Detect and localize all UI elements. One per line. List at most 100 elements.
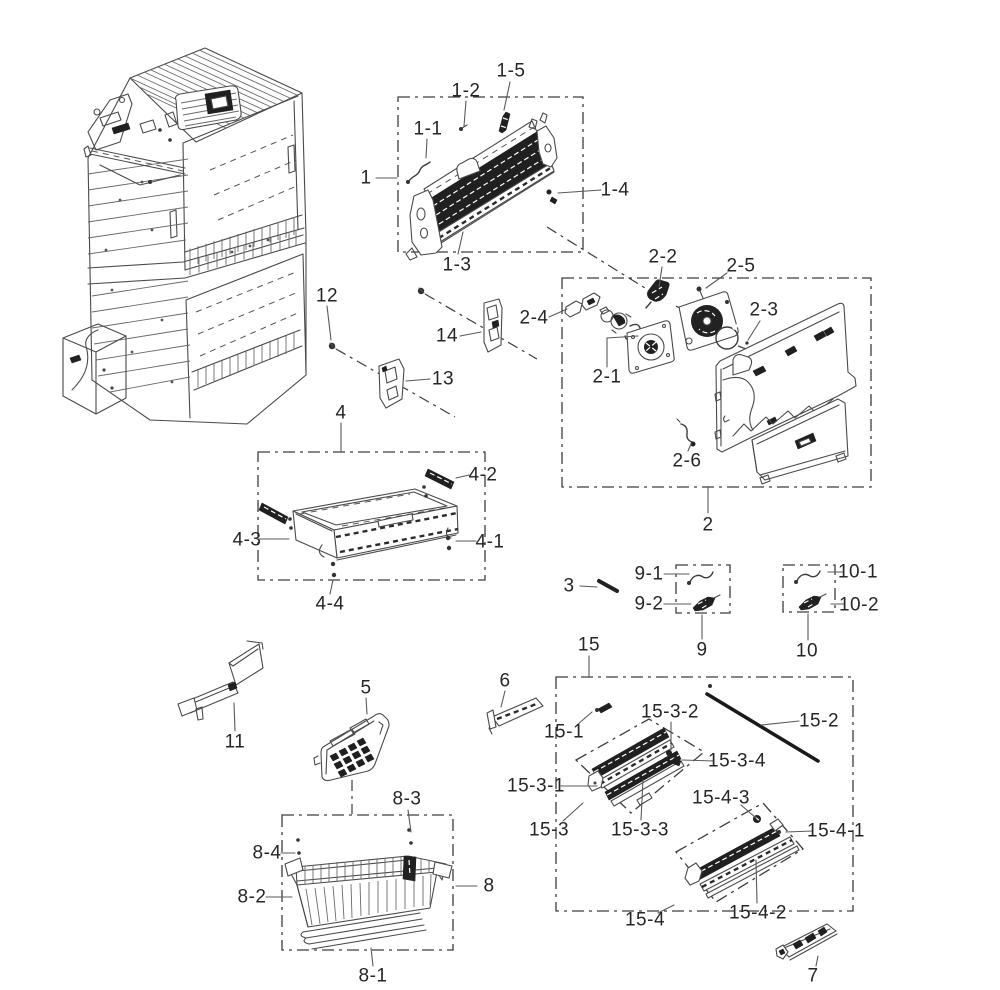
part-14-screw xyxy=(417,287,425,295)
part-label-2-5: 2-5 xyxy=(726,255,756,277)
part-4-3-rail xyxy=(258,502,293,530)
group-10-sensor xyxy=(782,564,845,641)
part-9-2-sensor xyxy=(692,594,721,612)
part-label-8: 8 xyxy=(483,875,495,897)
group-15-4-rail xyxy=(675,802,804,903)
part-2-3-ring xyxy=(715,322,749,350)
part-label-4: 4 xyxy=(335,402,347,424)
part-1-1-wire xyxy=(406,161,431,184)
part-10-2-sensor xyxy=(798,593,827,611)
part-label-8-2: 8-2 xyxy=(237,886,267,908)
part-label-8-1: 8-1 xyxy=(358,965,388,987)
part-label-12: 12 xyxy=(315,285,339,307)
part-label-15-4-1: 15-4-1 xyxy=(807,820,865,842)
group-2-fan-cover xyxy=(546,226,872,514)
part-label-1-1: 1-1 xyxy=(413,118,443,140)
part-4-drawer-body xyxy=(292,488,459,561)
part-label-11: 11 xyxy=(224,731,246,753)
part-4-4-screws xyxy=(330,561,337,578)
part-label-9-2: 9-2 xyxy=(634,593,664,615)
part-label-15-3-2: 15-3-2 xyxy=(641,701,699,723)
part-label-10: 10 xyxy=(795,640,819,662)
part-2-4-clamps xyxy=(564,292,601,318)
part-label-15-3-1: 15-3-1 xyxy=(507,775,565,797)
part-label-9: 9 xyxy=(696,639,708,661)
part-label-10-1: 10-1 xyxy=(837,561,879,583)
part-8-4-screws xyxy=(296,838,301,855)
part-motor-cluster xyxy=(599,306,632,334)
part-label-15-3-3: 15-3-3 xyxy=(611,819,669,841)
part-label-3: 3 xyxy=(563,575,575,597)
part-14-bracket xyxy=(483,298,503,353)
mounting-brackets xyxy=(326,287,538,418)
part-2-6-wire xyxy=(676,418,696,447)
part-7-rail-end xyxy=(775,923,838,967)
part-label-4-3: 4-3 xyxy=(232,529,262,551)
part-fan-shroud xyxy=(626,320,675,374)
part-1-2-screw xyxy=(459,124,468,131)
part-label-2-1: 2-1 xyxy=(592,366,622,388)
part-8-3-screws xyxy=(407,828,413,845)
part-label-2: 2 xyxy=(702,514,714,536)
part-11-duct xyxy=(177,640,264,732)
part-4-2-rail xyxy=(422,468,455,498)
part-label-15-3: 15-3 xyxy=(528,819,570,841)
part-label-15: 15 xyxy=(577,634,601,656)
part-label-2-4: 2-4 xyxy=(519,307,549,329)
group-1-evaporator-cover xyxy=(375,81,602,261)
part-label-13: 13 xyxy=(431,368,455,390)
part-2-2-bracket xyxy=(645,279,670,309)
part-label-14: 14 xyxy=(435,325,459,347)
part-8-1-rack xyxy=(300,912,427,950)
part-2-5-screw xyxy=(696,286,704,299)
part-cover-flap xyxy=(751,398,849,485)
part-label-2-3: 2-3 xyxy=(749,299,779,321)
part-label-15-1: 15-1 xyxy=(543,721,585,743)
freezer-cabinet xyxy=(62,47,307,425)
group-4-drawer xyxy=(257,422,486,595)
part-3-pin xyxy=(579,579,619,593)
part-5-grille-panel xyxy=(313,697,390,782)
part-label-8-3: 8-3 xyxy=(392,788,422,810)
part-6-rail xyxy=(486,690,544,735)
part-label-15-3-4: 15-3-4 xyxy=(708,750,766,772)
part-15-2-rod xyxy=(705,684,820,763)
part-cover-panel xyxy=(714,302,857,485)
part-label-15-4: 15-4 xyxy=(624,909,666,931)
part-12-screw xyxy=(328,342,336,350)
part-label-10-2: 10-2 xyxy=(838,594,880,616)
base-foot xyxy=(62,323,127,415)
part-9-1-wire xyxy=(687,571,714,585)
part-label-1-2: 1-2 xyxy=(451,80,481,102)
part-4-1-screws xyxy=(445,535,452,551)
group-15-rails xyxy=(555,655,854,914)
part-1-5-hinge xyxy=(498,111,511,134)
top-vent-grille xyxy=(174,85,242,131)
part-15-1-screw xyxy=(595,702,613,714)
part-13-bracket xyxy=(378,358,405,409)
part-label-5: 5 xyxy=(360,677,372,699)
part-label-15-2: 15-2 xyxy=(798,710,840,732)
part-label-1-5: 1-5 xyxy=(496,60,526,82)
part-label-1-4: 1-4 xyxy=(600,179,630,201)
part-label-4-1: 4-1 xyxy=(475,531,505,553)
group-15-3-rail xyxy=(574,718,706,814)
part-label-8-4: 8-4 xyxy=(252,842,282,864)
part-label-2-6: 2-6 xyxy=(672,450,702,472)
part-label-15-4-3: 15-4-3 xyxy=(692,787,750,809)
part-label-2-2: 2-2 xyxy=(648,246,678,268)
part-label-1-3: 1-3 xyxy=(442,254,472,276)
part-fan-blade xyxy=(678,291,739,351)
part-label-4-4: 4-4 xyxy=(315,593,345,615)
rivet-dots xyxy=(104,180,270,384)
part-label-4-2: 4-2 xyxy=(468,464,498,486)
group-9-sensor xyxy=(663,564,731,640)
part-1-4-screw xyxy=(546,189,558,205)
part-label-1: 1 xyxy=(360,167,372,189)
top-rail-bracket xyxy=(83,93,186,186)
part-label-15-4-2: 15-4-2 xyxy=(729,902,787,924)
part-8-basket-body xyxy=(284,855,453,928)
part-label-6: 6 xyxy=(499,670,511,692)
